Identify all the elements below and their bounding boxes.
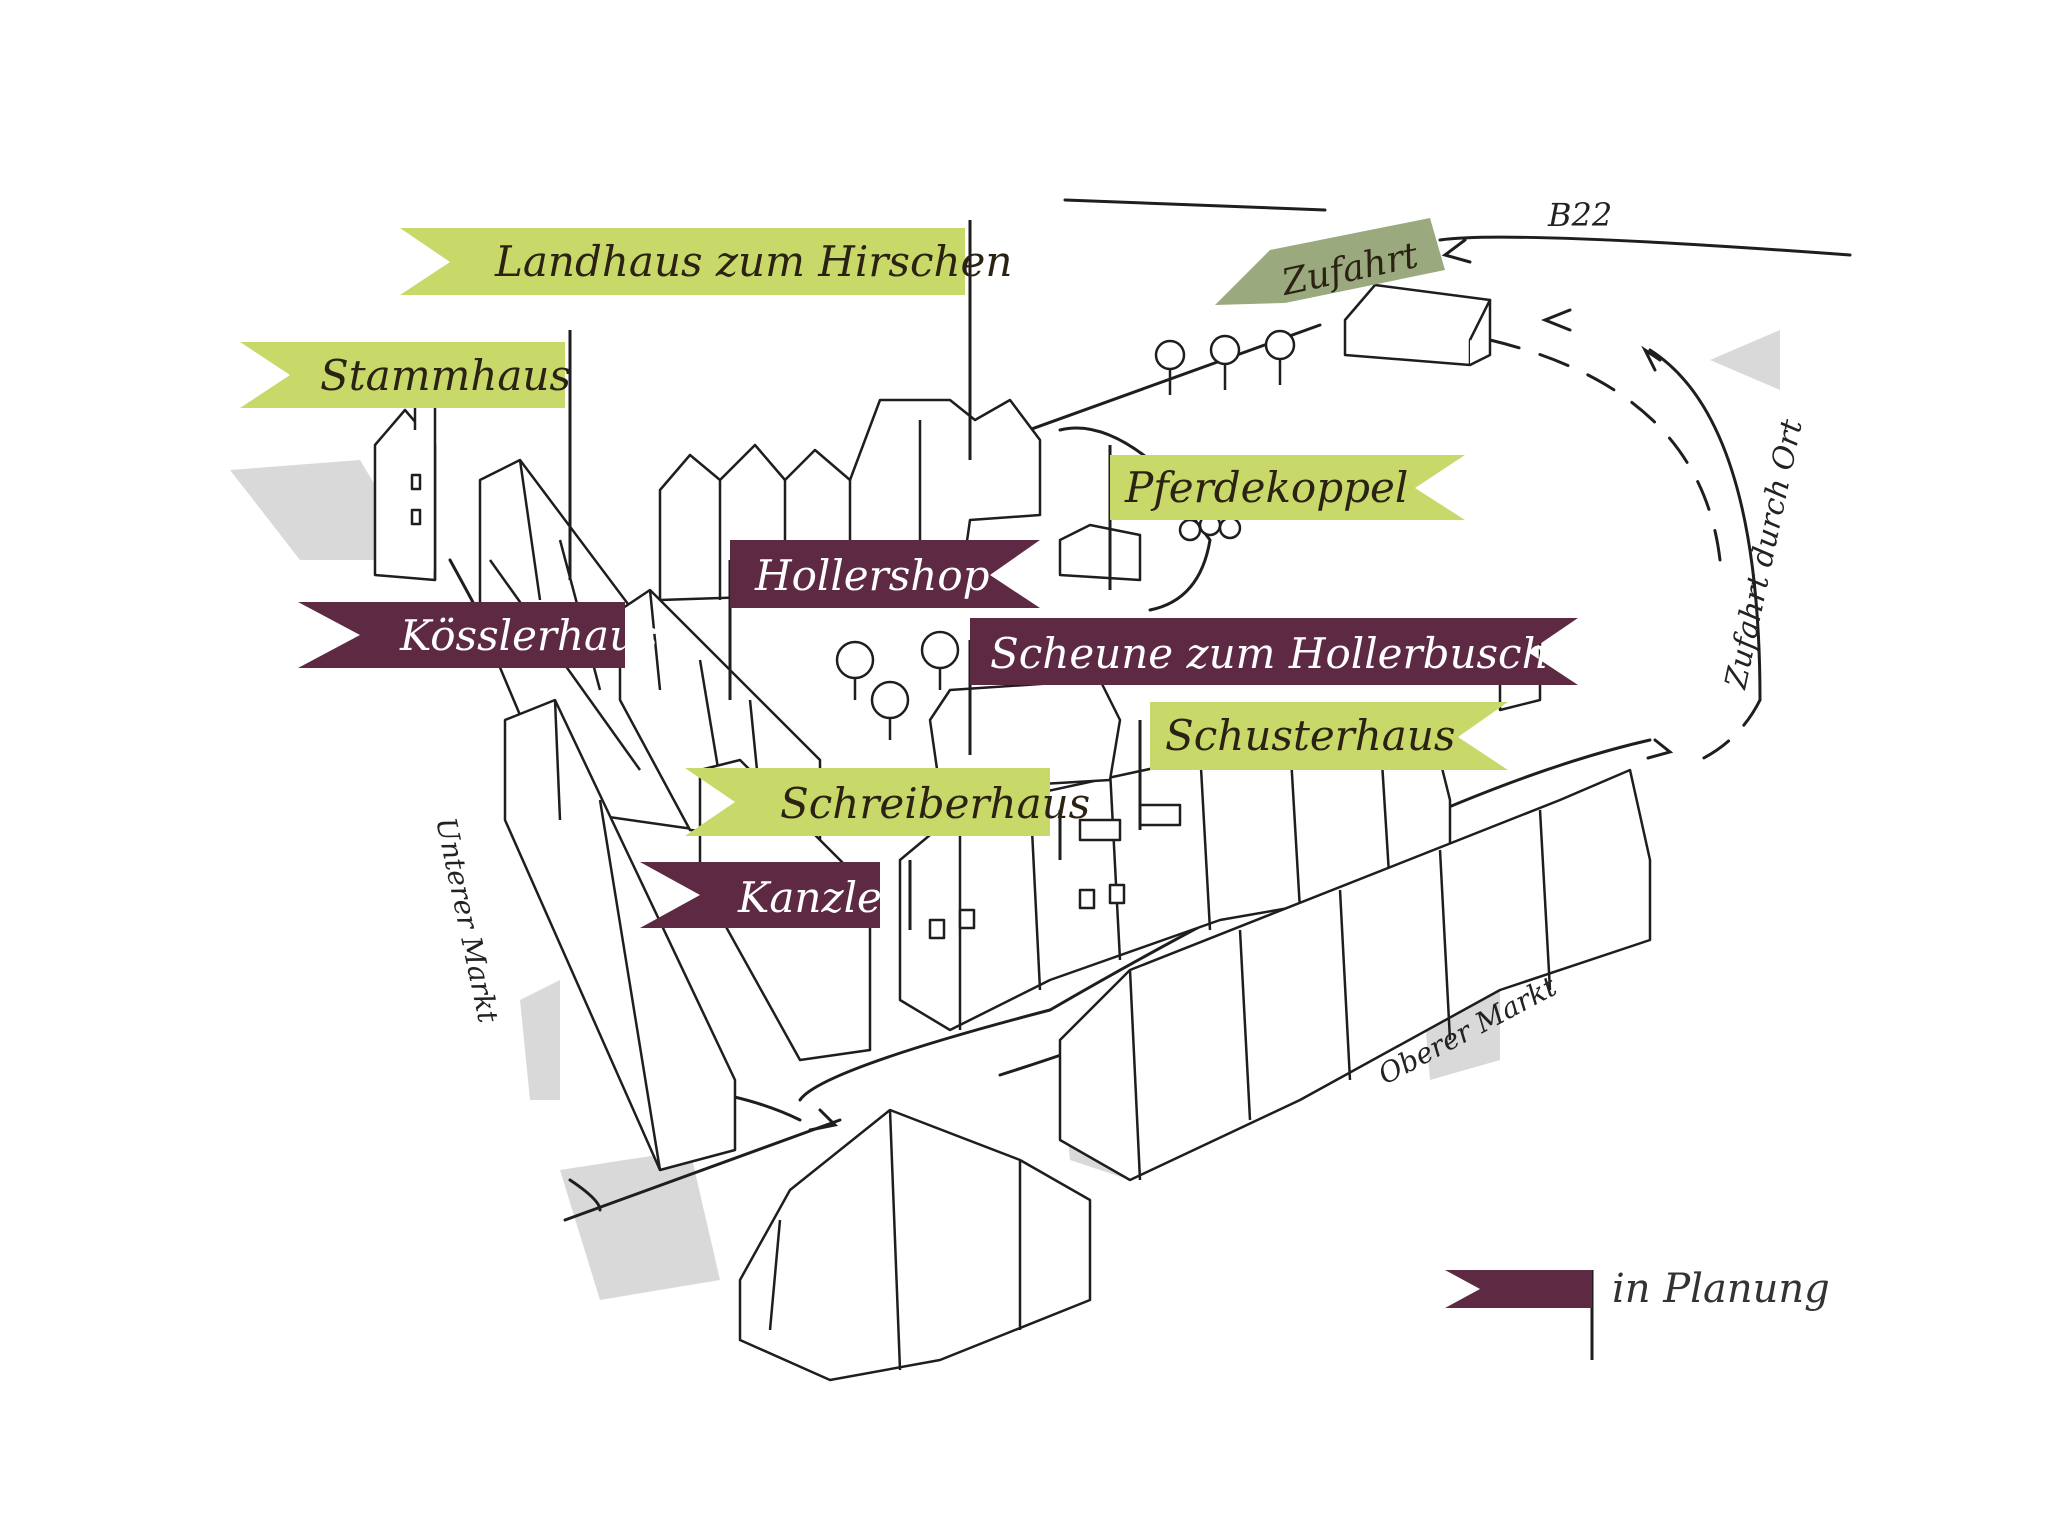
flag-koesslerhaus[interactable]: Kösslerhaus xyxy=(298,602,658,668)
row-oberer-markt-front xyxy=(1058,768,1652,1182)
flag-kanzlei[interactable]: Kanzlei xyxy=(640,862,895,928)
svg-text:Pferdekoppel: Pferdekoppel xyxy=(1124,463,1408,512)
flag-scheune-zum-hollerbusch[interactable]: Scheune zum Hollerbusch xyxy=(970,618,1578,685)
legend-swatch xyxy=(1445,1270,1592,1308)
bottom-houses xyxy=(738,1108,1092,1382)
svg-text:Kanzlei: Kanzlei xyxy=(737,873,895,922)
road-label-zufahrt-durch-ort: Zufahrt durch Ort xyxy=(1718,416,1810,693)
flag-landhaus-zum-hirschen[interactable]: Landhaus zum Hirschen xyxy=(400,228,1012,295)
svg-text:Landhaus zum Hirschen: Landhaus zum Hirschen xyxy=(494,237,1012,286)
road-label-b22: B22 xyxy=(1547,196,1612,234)
svg-text:Schreiberhaus: Schreiberhaus xyxy=(780,779,1090,828)
flag-schreiberhaus[interactable]: Schreiberhaus xyxy=(685,768,1090,836)
flag-schusterhaus[interactable]: Schusterhaus xyxy=(1150,702,1508,770)
flag-pferdekoppel[interactable]: Pferdekoppel xyxy=(1110,455,1465,520)
legend: in Planung xyxy=(1445,1266,1830,1312)
svg-text:Hollershop: Hollershop xyxy=(754,551,990,600)
svg-text:Stammhaus: Stammhaus xyxy=(320,351,571,400)
svg-text:Kösslerhaus: Kösslerhaus xyxy=(399,611,658,660)
barn-zufahrt xyxy=(1343,283,1492,367)
flag-stammhaus[interactable]: Stammhaus xyxy=(240,342,571,408)
road-label-unterer-markt: Unterer Markt xyxy=(429,815,505,1027)
svg-text:Scheune zum Hollerbusch: Scheune zum Hollerbusch xyxy=(990,629,1549,678)
legend-label: in Planung xyxy=(1612,1266,1830,1312)
svg-text:Schusterhaus: Schusterhaus xyxy=(1165,711,1455,760)
flag-hollershop[interactable]: Hollershop xyxy=(730,540,1040,608)
